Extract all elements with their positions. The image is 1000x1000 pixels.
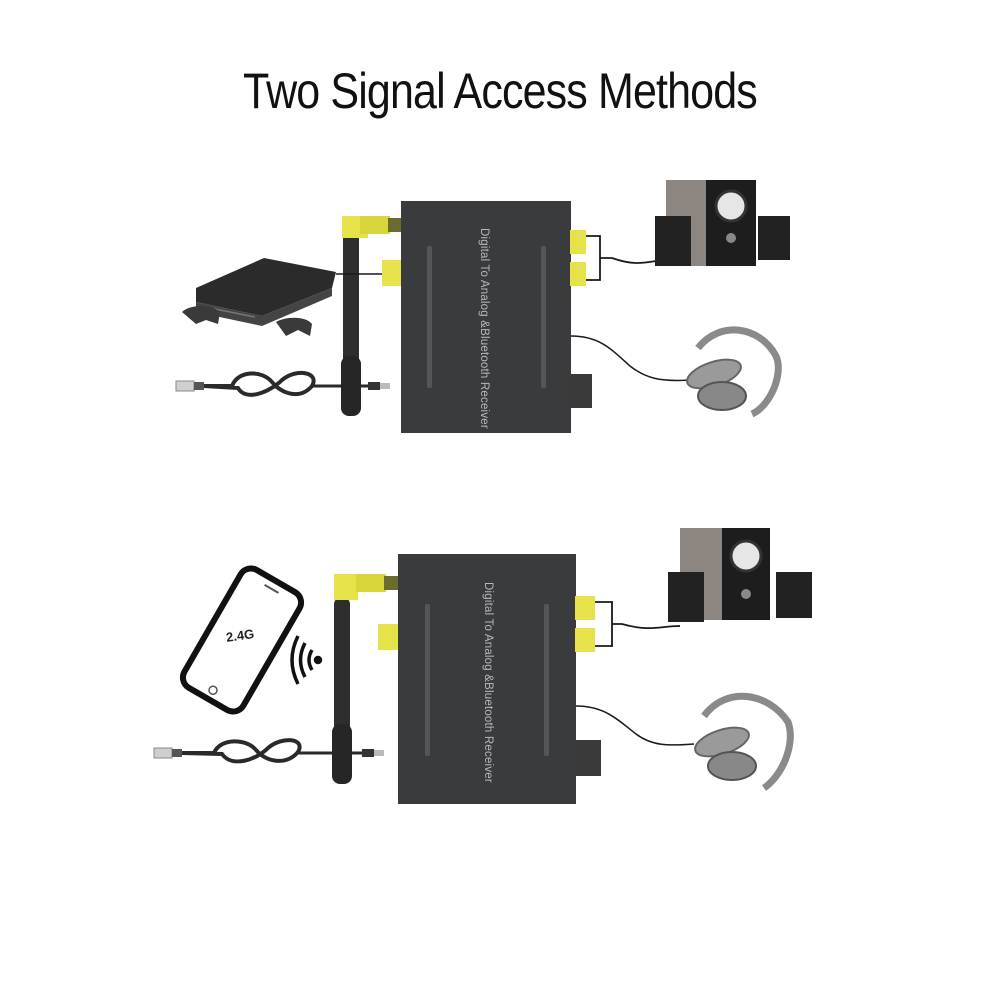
rca-left-connector [575, 596, 595, 620]
antenna-icon [332, 574, 398, 784]
speaker-set-icon [668, 528, 812, 622]
wireless-signal-icon [290, 635, 323, 685]
rca-left-connector [570, 230, 586, 254]
speaker-set-icon [655, 180, 790, 266]
diagram-2-illustration [153, 528, 812, 804]
diagram-method-2: 2.4G Digital To Analog &Bluetooth Receiv… [0, 510, 1000, 850]
rca-right-connector [570, 262, 586, 286]
usb-cable-icon [153, 738, 384, 764]
diagram-1-illustration [175, 180, 790, 433]
game-console-icon [182, 258, 336, 336]
volume-knob [570, 374, 592, 408]
volume-knob [575, 740, 601, 776]
headphone-cable [575, 705, 695, 746]
headphones-icon [686, 326, 782, 418]
device-label: Digital To Analog &Bluetooth Receiver [478, 228, 490, 429]
smartphone-icon [179, 565, 305, 715]
diagram-method-1: Digital To Analog &Bluetooth Receiver [0, 160, 1000, 500]
page-title: Two Signal Access Methods [243, 63, 758, 119]
headphones-icon [694, 692, 794, 791]
rca-cable [595, 601, 681, 647]
antenna-icon [341, 216, 402, 416]
optical-input-connector [382, 260, 402, 286]
device-label: Digital To Analog &Bluetooth Receiver [482, 582, 494, 783]
headphone-cable [570, 335, 691, 382]
optical-input-connector [378, 624, 398, 650]
rca-right-connector [575, 628, 595, 652]
